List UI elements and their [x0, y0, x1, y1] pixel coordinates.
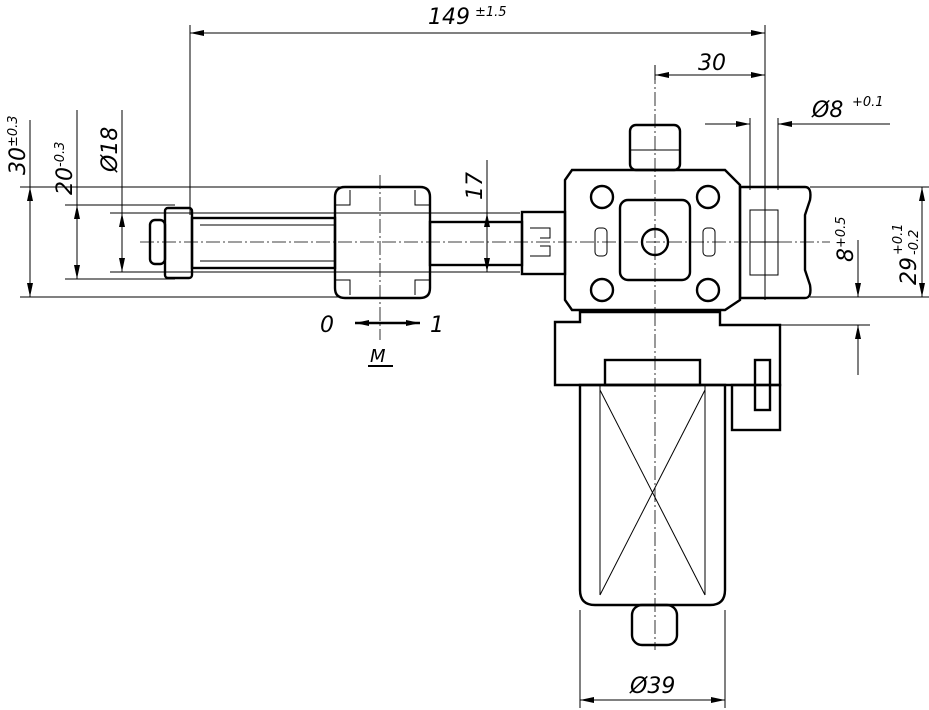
dim-29: 29 — [897, 257, 922, 285]
dim-29-tol-upper: +0.1 — [891, 223, 906, 255]
dim-149-tol: ±1.5 — [475, 5, 507, 20]
extension-lines — [20, 25, 929, 708]
dim-20-tol: -0.3 — [53, 142, 68, 167]
dim-29-tol-lower: -0.2 — [907, 230, 922, 255]
dim-30-height-tol: ±0.3 — [6, 115, 21, 147]
dim-d39: Ø39 — [629, 674, 675, 699]
motion-end-label: 1 — [430, 313, 444, 338]
torque-label: M — [370, 346, 386, 367]
centerlines — [140, 70, 830, 650]
dim-8-tol: +0.5 — [834, 216, 849, 248]
dim-d8: Ø8 — [811, 98, 843, 123]
dim-30-height: 30 — [6, 147, 31, 175]
motion-start-label: 0 — [320, 313, 334, 338]
dim-20: 20 — [53, 167, 78, 195]
actuator-body — [148, 123, 812, 647]
dim-17: 17 — [463, 172, 488, 200]
dimension-lines — [27, 30, 925, 703]
dim-30: 30 — [698, 51, 726, 76]
dim-8: 8 — [834, 248, 859, 262]
dim-149: 149 — [428, 5, 470, 30]
dim-d8-tol: +0.1 — [852, 95, 884, 110]
dim-d18: Ø18 — [98, 127, 123, 173]
